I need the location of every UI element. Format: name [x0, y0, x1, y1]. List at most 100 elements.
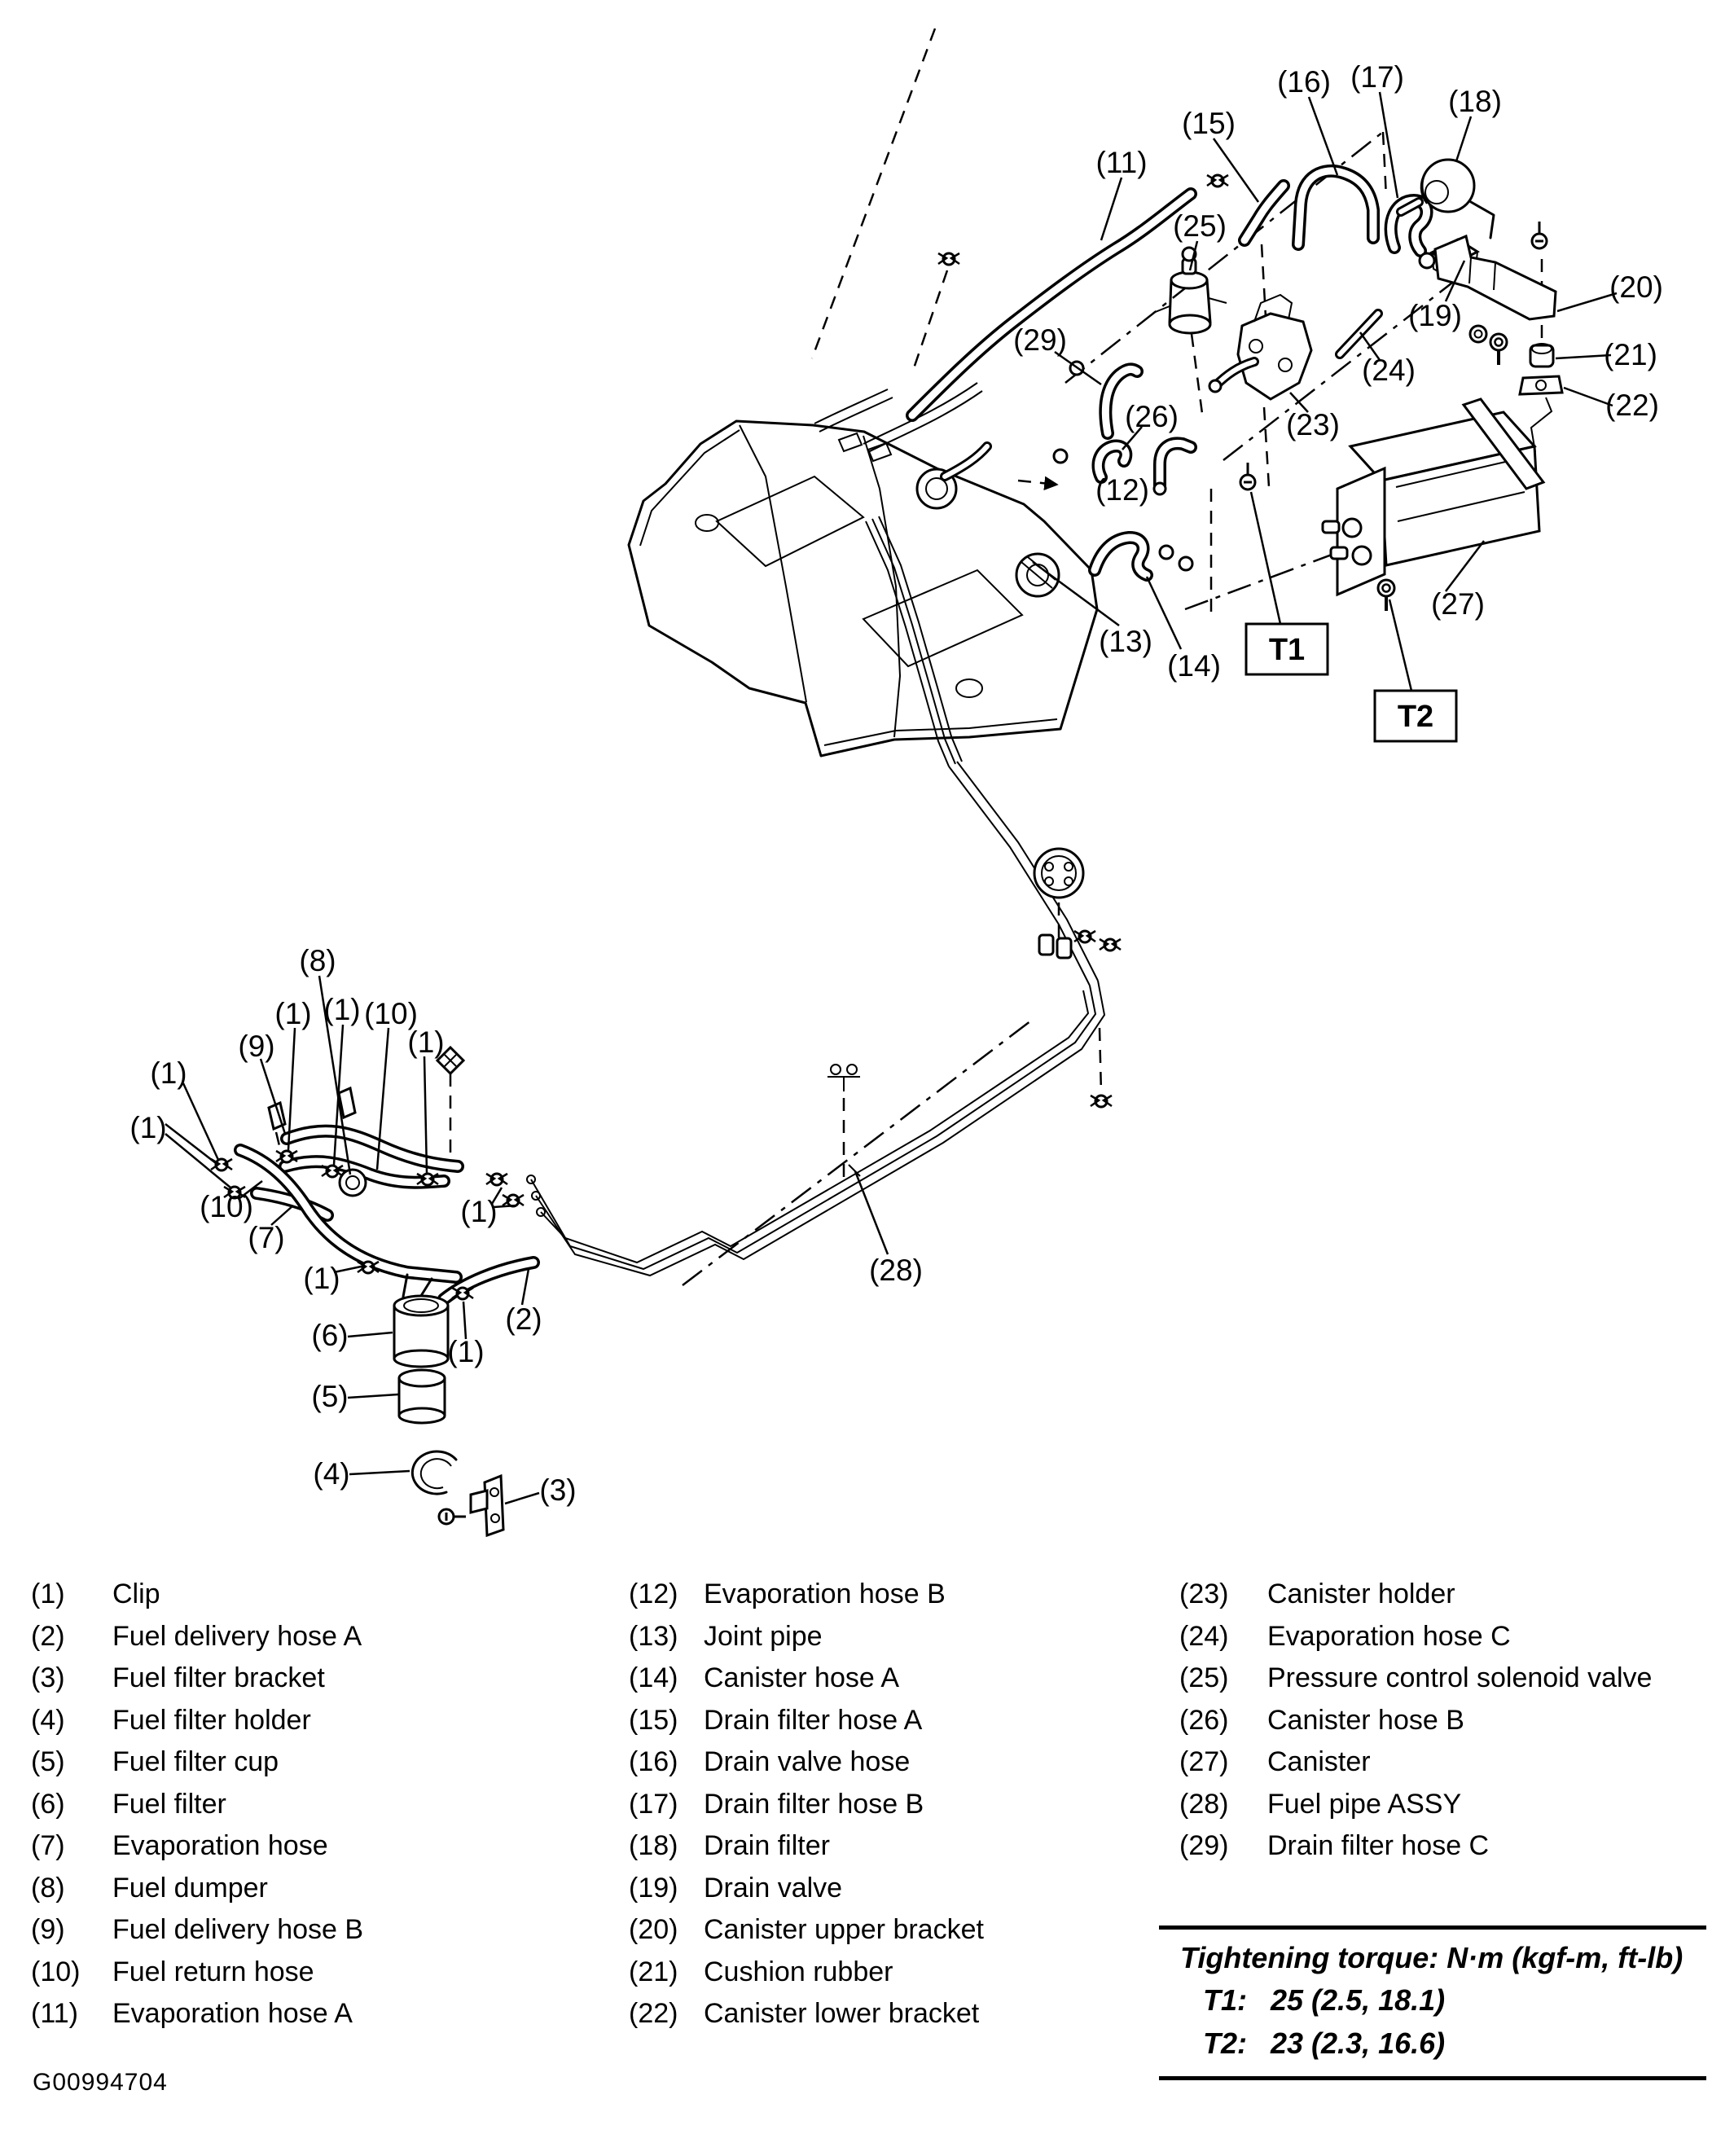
- legend-label: Fuel dumper: [112, 1872, 268, 1904]
- callout-25: (25): [1173, 209, 1227, 243]
- legend-num: (26): [1179, 1704, 1229, 1736]
- legend-item-7: (7) Evaporation hose: [31, 1825, 363, 1868]
- legend-item-22: (22)Canister lower bracket: [629, 1993, 984, 2035]
- legend-num: (1): [31, 1579, 65, 1609]
- legend-num: (7): [31, 1830, 65, 1861]
- legend-item-10: (10) Fuel return hose: [31, 1952, 363, 1994]
- legend-item-19: (19) Drain valve: [629, 1868, 984, 1910]
- callout-7: (7): [248, 1221, 284, 1254]
- legend-label: Fuel delivery hose A: [112, 1620, 362, 1652]
- legend-item-14: (14) Canister hose A: [629, 1658, 984, 1700]
- legend-num: (17): [629, 1788, 678, 1820]
- legend-item-28: (28) Fuel pipe ASSY: [1179, 1784, 1652, 1826]
- legend-label: Fuel filter holder: [112, 1704, 311, 1736]
- figure-code: G00994704: [33, 2069, 168, 2096]
- legend-num: (8): [31, 1872, 65, 1904]
- legend-label: Drain valve: [704, 1872, 843, 1904]
- legend-label: Canister lower bracket: [704, 1998, 980, 2029]
- legend-num: (28): [1179, 1788, 1229, 1820]
- legend-num: (19): [629, 1872, 678, 1904]
- legend-num: (29): [1179, 1830, 1229, 1861]
- legend-column-3: (23)Canister holder (24)Evaporation hose…: [1179, 1574, 1652, 1868]
- legend-num: (10): [31, 1956, 81, 1987]
- callout-11: (11): [1095, 146, 1147, 179]
- callout-1f: (1): [303, 1262, 340, 1295]
- callout-16: (16): [1277, 65, 1331, 99]
- legend-item-1: (1)Clip: [31, 1574, 363, 1616]
- pipe-fittings: [827, 847, 1122, 1109]
- legend-label: Evaporation hose: [112, 1830, 328, 1861]
- canister: [1321, 397, 1546, 597]
- legend-num: (27): [1179, 1746, 1229, 1777]
- callout-1c: (1): [407, 1025, 444, 1059]
- legend-label: Drain valve hose: [704, 1746, 911, 1777]
- legend-label: Fuel return hose: [112, 1956, 314, 1987]
- callout-21: (21): [1604, 338, 1657, 371]
- legend-item-3: (3) Fuel filter bracket: [31, 1658, 363, 1700]
- legend-item-2: (2) Fuel delivery hose A: [31, 1616, 363, 1658]
- callout-29: (29): [1013, 323, 1067, 357]
- legend-label: Canister upper bracket: [704, 1914, 984, 1945]
- legend-item-20: (20) Canister upper bracket: [629, 1909, 984, 1952]
- legend-label: Evaporation hose B: [704, 1579, 946, 1609]
- legend-item-12: (12)Evaporation hose B: [629, 1574, 984, 1616]
- legend-num: (9): [31, 1914, 65, 1945]
- legend-item-18: (18)Drain filter: [629, 1825, 984, 1868]
- legend-label: Fuel delivery hose B: [112, 1914, 364, 1945]
- torque-tag-t2: T2: [1398, 700, 1433, 734]
- callout-1d: (1): [150, 1056, 187, 1090]
- legend-item-25: (25)Pressure control solenoid valve: [1179, 1658, 1652, 1700]
- drain-filter: [1396, 158, 1495, 239]
- legend-item-8: (8) Fuel dumper: [31, 1868, 363, 1910]
- legend-column-2: (12)Evaporation hose B (13) Joint pipe (1…: [629, 1574, 984, 2035]
- legend-num: (16): [629, 1746, 678, 1777]
- callout-1a: (1): [274, 997, 311, 1030]
- callout-1b: (1): [323, 993, 360, 1026]
- callout-17: (17): [1350, 60, 1404, 94]
- legend-label: Canister hose A: [704, 1662, 900, 1693]
- torque-tag: T2:: [1203, 2026, 1247, 2060]
- torque-value: 23 (2.3, 16.6): [1271, 2026, 1446, 2060]
- legend-num: (21): [629, 1956, 678, 1987]
- legend-label: Fuel filter cup: [112, 1746, 279, 1777]
- torque-tag: T1:: [1203, 1983, 1247, 2017]
- legend-num: (2): [31, 1620, 65, 1652]
- callout-15: (15): [1182, 107, 1236, 140]
- fuel-tank: [627, 382, 1099, 757]
- callout-13: (13): [1099, 625, 1152, 658]
- legend-num: (14): [629, 1662, 678, 1693]
- callout-1h: (1): [447, 1335, 484, 1368]
- torque-row-t2: T2: 23 (2.3, 16.6): [1159, 2022, 1706, 2065]
- legend-num: (11): [31, 1998, 78, 2029]
- legend-num: (23): [1179, 1579, 1229, 1609]
- tightening-torque-note: Tightening torque: N·m (kgf-m, ft-lb) T1…: [1159, 1925, 1706, 2080]
- torque-tag-t1: T1: [1269, 633, 1305, 667]
- legend-num: (3): [31, 1662, 65, 1693]
- callout-14: (14): [1167, 649, 1221, 683]
- callout-2: (2): [505, 1302, 542, 1336]
- callout-12: (12): [1095, 473, 1149, 507]
- legend-item-17: (17) Drain filter hose B: [629, 1784, 984, 1826]
- legend-num: (13): [629, 1620, 678, 1652]
- canister-brackets: [1433, 220, 1564, 453]
- legend-item-26: (26)Canister hose B: [1179, 1700, 1652, 1742]
- legend-item-15: (15) Drain filter hose A: [629, 1700, 984, 1742]
- legend-label: Drain filter hose B: [704, 1788, 924, 1820]
- legend-num: (15): [629, 1704, 678, 1736]
- callout-4: (4): [313, 1457, 349, 1491]
- legend-label: Evaporation hose A: [112, 1998, 353, 2029]
- legend-label: Drain filter hose A: [704, 1704, 923, 1736]
- legend-num: (20): [629, 1914, 678, 1945]
- legend-label: Fuel filter: [112, 1788, 226, 1820]
- callout-3: (3): [539, 1473, 576, 1507]
- callout-28: (28): [869, 1254, 923, 1287]
- torque-title: Tightening torque: N·m (kgf-m, ft-lb): [1180, 1941, 1684, 1974]
- callout-26: (26): [1125, 400, 1179, 433]
- callout-23: (23): [1286, 408, 1340, 441]
- legend-label: Fuel filter bracket: [112, 1662, 325, 1693]
- legend-label: Fuel pipe ASSY: [1267, 1788, 1462, 1820]
- legend-label: Evaporation hose C: [1267, 1620, 1511, 1652]
- legend-label: Joint pipe: [704, 1620, 823, 1652]
